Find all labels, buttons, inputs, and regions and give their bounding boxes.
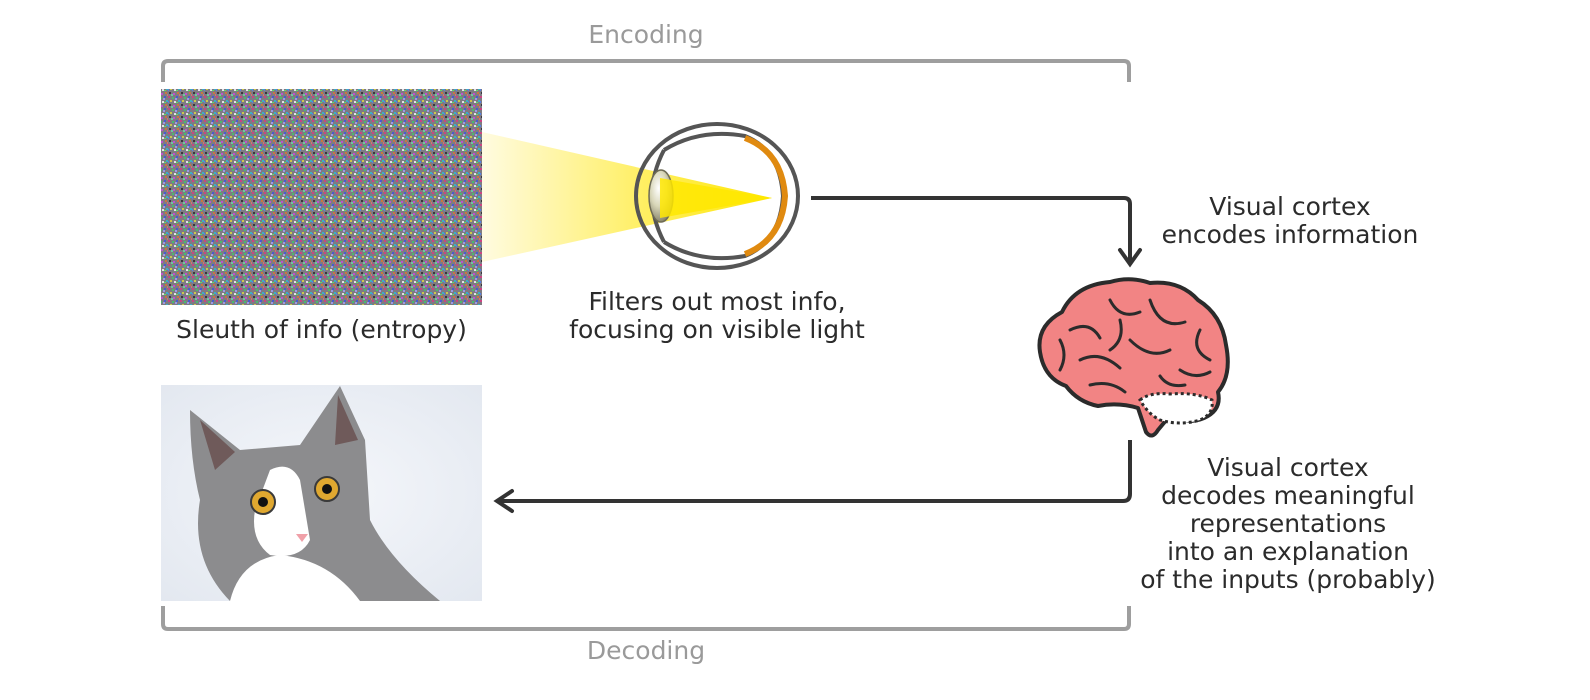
decoding-bracket <box>161 606 1131 631</box>
brain-icon <box>1037 277 1230 438</box>
arrowhead-left <box>493 489 514 513</box>
encode-caption: Visual cortex encodes information <box>1161 192 1419 249</box>
noise-caption: Sleuth of info (entropy) <box>176 315 467 344</box>
noise-image <box>161 89 482 305</box>
eye-icon <box>634 122 800 270</box>
decoding-label: Decoding <box>586 636 706 665</box>
arrowhead-down <box>1118 248 1142 268</box>
encoding-bracket <box>161 59 1131 82</box>
decode-caption: Visual cortex decodes meaningful represe… <box>1140 453 1436 594</box>
encoding-label: Encoding <box>588 20 704 49</box>
light-beam <box>482 132 772 262</box>
eye-caption: Filters out most info, focusing on visib… <box>569 287 865 344</box>
arrow-brain-to-cat <box>498 440 1132 503</box>
cat-photo <box>161 385 482 601</box>
arrow-eye-to-brain <box>811 196 1132 262</box>
